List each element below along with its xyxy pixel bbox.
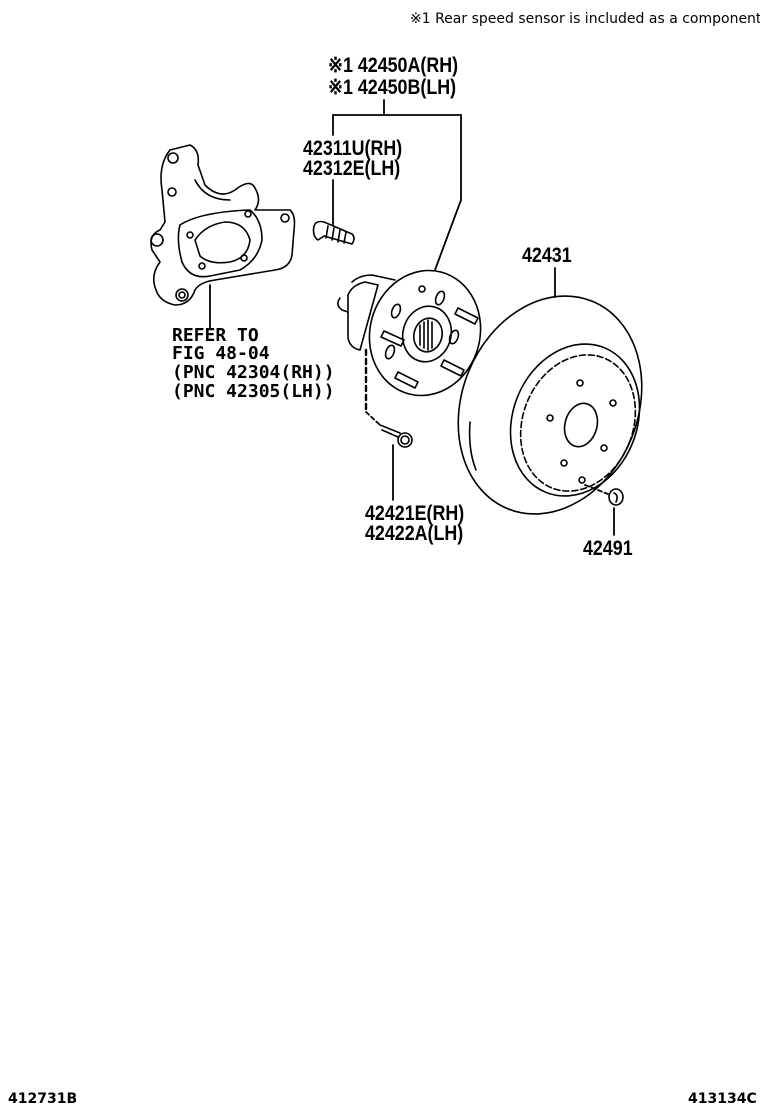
- part-label-brake-disc[interactable]: 42431: [522, 244, 572, 267]
- footer-left-code: 412731B: [8, 1091, 78, 1107]
- part-label-hub-assembly-rh[interactable]: ※1 42450A(RH): [328, 54, 459, 77]
- hub-bearing-illustration: [337, 269, 482, 397]
- knuckle-reference-line1: REFER TO: [172, 325, 259, 346]
- knuckle-illustration: [150, 144, 296, 306]
- header-note: ※1 Rear speed sensor is included as a co…: [410, 11, 760, 27]
- part-label-hub-bolt-rh[interactable]: 42311U(RH): [303, 137, 403, 160]
- knuckle-reference-pnc-lh: (PNC 42305(LH)): [172, 381, 335, 402]
- footer-right-code: 413134C: [688, 1091, 757, 1107]
- knuckle-reference-pnc-rh: (PNC 42304(RH)): [172, 362, 335, 383]
- part-label-disc-screw[interactable]: 42491: [583, 537, 633, 560]
- part-label-hub-assembly-lh[interactable]: ※1 42450B(LH): [328, 76, 457, 99]
- mounting-bolt-illustration: [379, 424, 413, 448]
- leader-lines: [209, 99, 615, 536]
- knuckle-reference-figure-link[interactable]: FIG 48-04: [172, 343, 270, 364]
- disc-screw-illustration: [608, 488, 624, 506]
- part-label-hub-bolt-lh[interactable]: 42312E(LH): [303, 157, 401, 180]
- hub-bolt-illustration: [312, 220, 355, 245]
- part-label-mounting-bolt-rh[interactable]: 42421E(RH): [365, 502, 465, 525]
- part-label-mounting-bolt-lh[interactable]: 42422A(LH): [365, 522, 464, 545]
- brake-disc-illustration: [457, 295, 643, 515]
